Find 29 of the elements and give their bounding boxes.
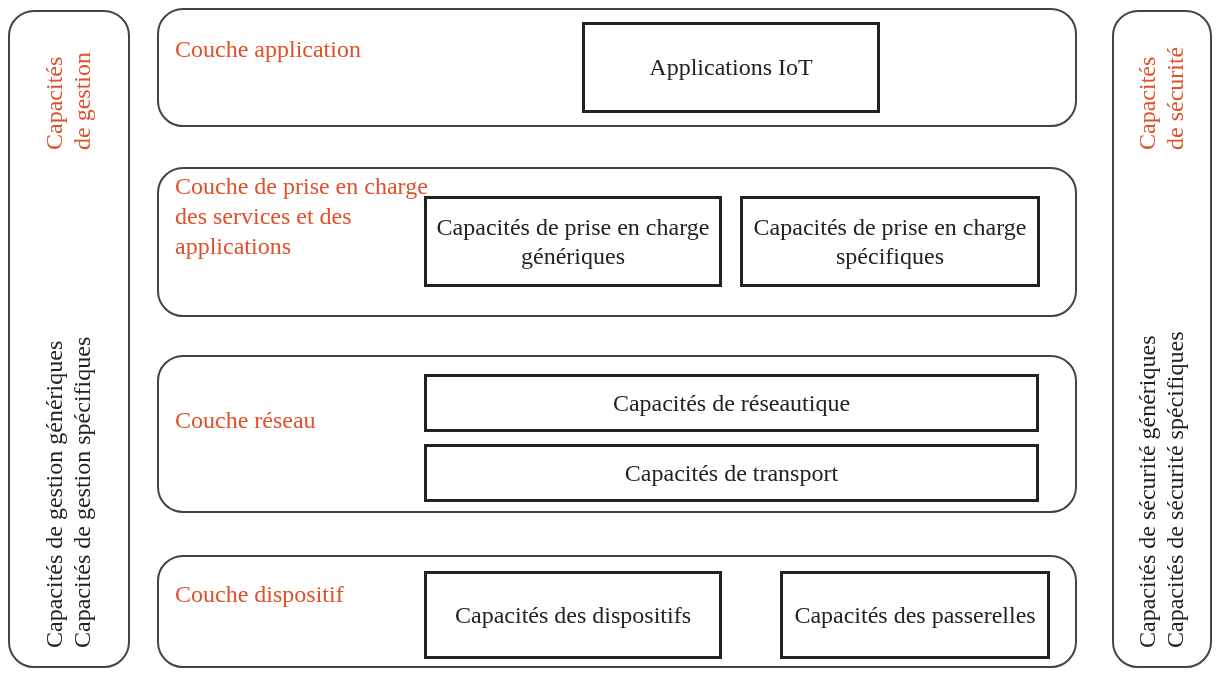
capability-box [424,444,1039,502]
capability-box [740,196,1040,287]
panel-label: Capacités de gestion génériques [41,339,69,648]
layer-title: Couche réseau [175,406,317,435]
box-label: Capacités des passerelles [793,600,1037,630]
side-panel [8,10,130,668]
capability-box [424,374,1039,432]
panel-title: Capacités de sécurité [1134,45,1189,150]
layer-title: Couche dispositif [175,580,345,609]
panel-title: Capacités de gestion [41,51,96,150]
box-label: Capacités de transport [623,458,840,488]
capability-box [582,22,880,113]
box-label: Capacités de prise en charge génériques [435,212,711,271]
panel-label: Capacités de sécurité génériques [1134,334,1162,648]
side-panel [1112,10,1212,668]
layer-panel [157,167,1077,317]
layer-title: Couche de prise en charge des services et des applications [175,172,429,261]
box-label: Capacités de prise en charge spécifiques [752,212,1028,271]
box-label: Capacités de réseautique [611,388,852,418]
box-label: Applications IoT [648,53,814,82]
capability-box [780,571,1050,659]
panel-label: Capacités de gestion spécifiques [69,336,96,648]
box-label: Capacités des dispositifs [454,600,692,630]
layer-panel [157,355,1077,513]
capability-box [424,571,722,659]
layer-panel [157,8,1077,127]
panel-label: Capacités de sécurité spécifiques [1162,331,1189,648]
layer-panel [157,555,1077,668]
layer-title: Couche application [175,35,362,64]
